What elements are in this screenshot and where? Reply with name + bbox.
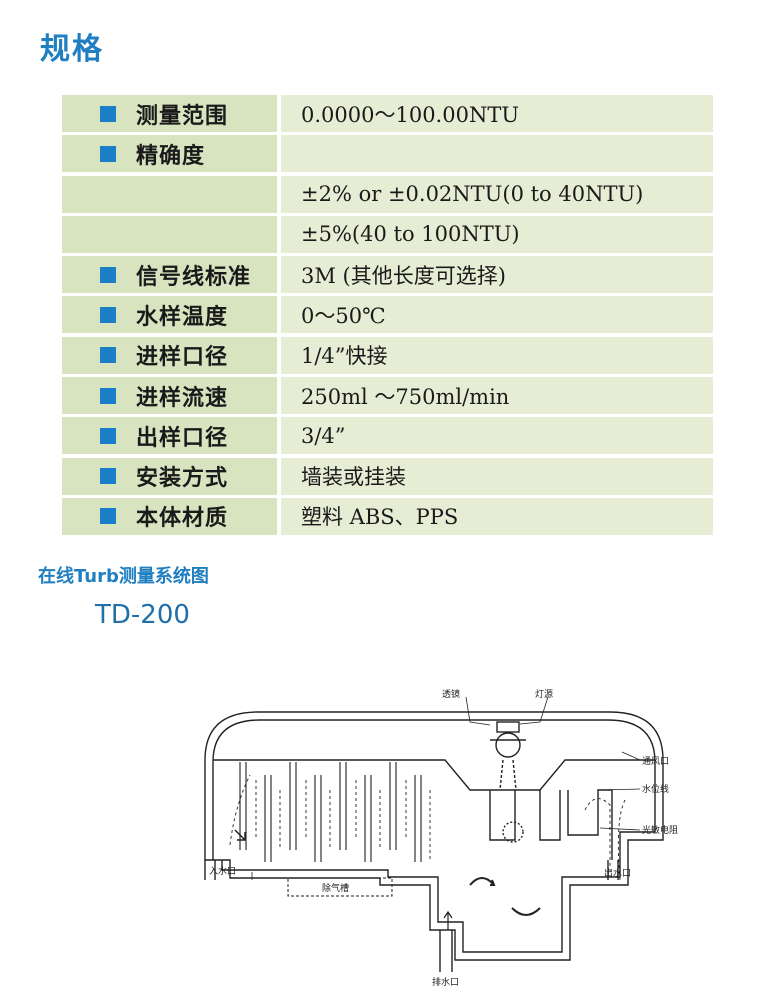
spec-value: ±5%(40 to 100NTU) — [281, 215, 713, 253]
bullet-icon — [100, 347, 116, 364]
leader-line — [599, 827, 641, 831]
spec-row: 进样口径 1/4”快接 — [62, 336, 713, 374]
spec-row: 安装方式 墙装或挂装 — [62, 457, 713, 495]
spec-label: 进样口径 — [136, 344, 229, 371]
light-tube — [489, 790, 516, 841]
degas-baffles — [239, 762, 422, 862]
spec-row: 本体材质 塑料 ABS、PPS — [62, 497, 713, 535]
photoresistor-label: 光敏电阻 — [642, 824, 678, 836]
light-beam — [499, 759, 517, 791]
spec-value: 0～50℃ — [281, 296, 713, 334]
leader-line — [519, 696, 549, 725]
flow-path — [584, 798, 626, 881]
leader-line — [465, 696, 491, 726]
spec-value: 墙装或挂装 — [281, 457, 713, 495]
lens-label: 透镜 — [442, 688, 460, 700]
spec-value: 3M (其他长度可选择) — [281, 256, 713, 294]
spec-row: 精确度 — [62, 135, 713, 173]
bullet-icon — [100, 387, 116, 404]
water-level-label: 水位线 — [642, 783, 669, 795]
degas-tank-label: 除气槽 — [322, 882, 349, 894]
lamp-bulb-icon — [495, 732, 521, 758]
spec-row: ±5%(40 to 100NTU) — [62, 215, 713, 253]
scatter-zone — [502, 821, 524, 843]
spec-row: 水样温度 0～50℃ — [62, 296, 713, 334]
page-title: 规格 — [40, 32, 104, 67]
chamber-wall — [539, 790, 561, 841]
spec-row: 测量范围 0.0000～100.00NTU — [62, 95, 713, 132]
spec-label: 水样温度 — [136, 303, 229, 330]
drain-arrow-icon — [443, 910, 453, 930]
vent-label: 通风口 — [642, 756, 669, 767]
bullet-icon — [100, 427, 116, 444]
spec-label: 本体材质 — [136, 505, 229, 532]
spec-value: ±2% or ±0.02NTU(0 to 40NTU) — [281, 175, 713, 213]
spec-value: 1/4”快接 — [281, 336, 713, 374]
flow-path — [229, 774, 431, 860]
spec-label: 信号线标准 — [136, 263, 252, 290]
outlet-channel — [567, 789, 613, 860]
light-source-label: 灯源 — [535, 689, 553, 700]
spec-row: ±2% or ±0.02NTU(0 to 40NTU) — [62, 175, 713, 213]
spec-label: 进样流速 — [136, 384, 229, 411]
outlet-label: 出水口 — [604, 867, 631, 879]
lamp-cap — [496, 721, 520, 733]
spec-value: 3/4” — [281, 417, 713, 455]
leader-line — [597, 788, 641, 791]
outer-housing — [204, 711, 664, 961]
inlet-pipe — [204, 860, 216, 880]
bullet-icon — [100, 306, 116, 323]
top-plate — [213, 759, 655, 791]
spec-label: 精确度 — [136, 142, 206, 169]
model-name: TD-200 — [95, 600, 190, 630]
bullet-icon — [100, 508, 116, 525]
spec-label: 测量范围 — [136, 102, 229, 129]
spec-row: 信号线标准 3M (其他长度可选择) — [62, 256, 713, 294]
spec-label: 安装方式 — [136, 465, 229, 492]
drain-label: 排水口 — [432, 976, 459, 988]
diagram-title: 在线Turb测量系统图 — [38, 566, 209, 587]
spec-value — [281, 135, 713, 173]
inflow-arrow-icon — [234, 829, 246, 841]
flow-arrow-icon — [469, 877, 495, 886]
inlet-label: 入水口 — [209, 865, 236, 877]
bullet-icon — [100, 266, 116, 283]
spec-row: 出样口径 3/4” — [62, 417, 713, 455]
bullet-icon — [100, 468, 116, 485]
flow-arrowhead-icon — [490, 879, 496, 886]
bullet-icon — [100, 145, 116, 162]
bullet-icon — [100, 105, 116, 122]
spec-row: 进样流速 250ml ～750ml/min — [62, 377, 713, 415]
flow-arrow-icon — [511, 907, 541, 916]
spec-table: 测量范围 0.0000～100.00NTU 精确度 ±2% or ±0.02NT… — [62, 95, 713, 538]
spec-value: 塑料 ABS、PPS — [281, 497, 713, 535]
drain-pipe — [439, 930, 453, 972]
outlet-pipe — [607, 860, 619, 880]
spec-value: 0.0000～100.00NTU — [281, 95, 713, 132]
inner-housing — [212, 719, 656, 953]
leader-line — [621, 751, 641, 761]
degas-box — [287, 877, 393, 897]
spec-value: 250ml ～750ml/min — [281, 377, 713, 415]
spec-label: 出样口径 — [136, 424, 229, 451]
